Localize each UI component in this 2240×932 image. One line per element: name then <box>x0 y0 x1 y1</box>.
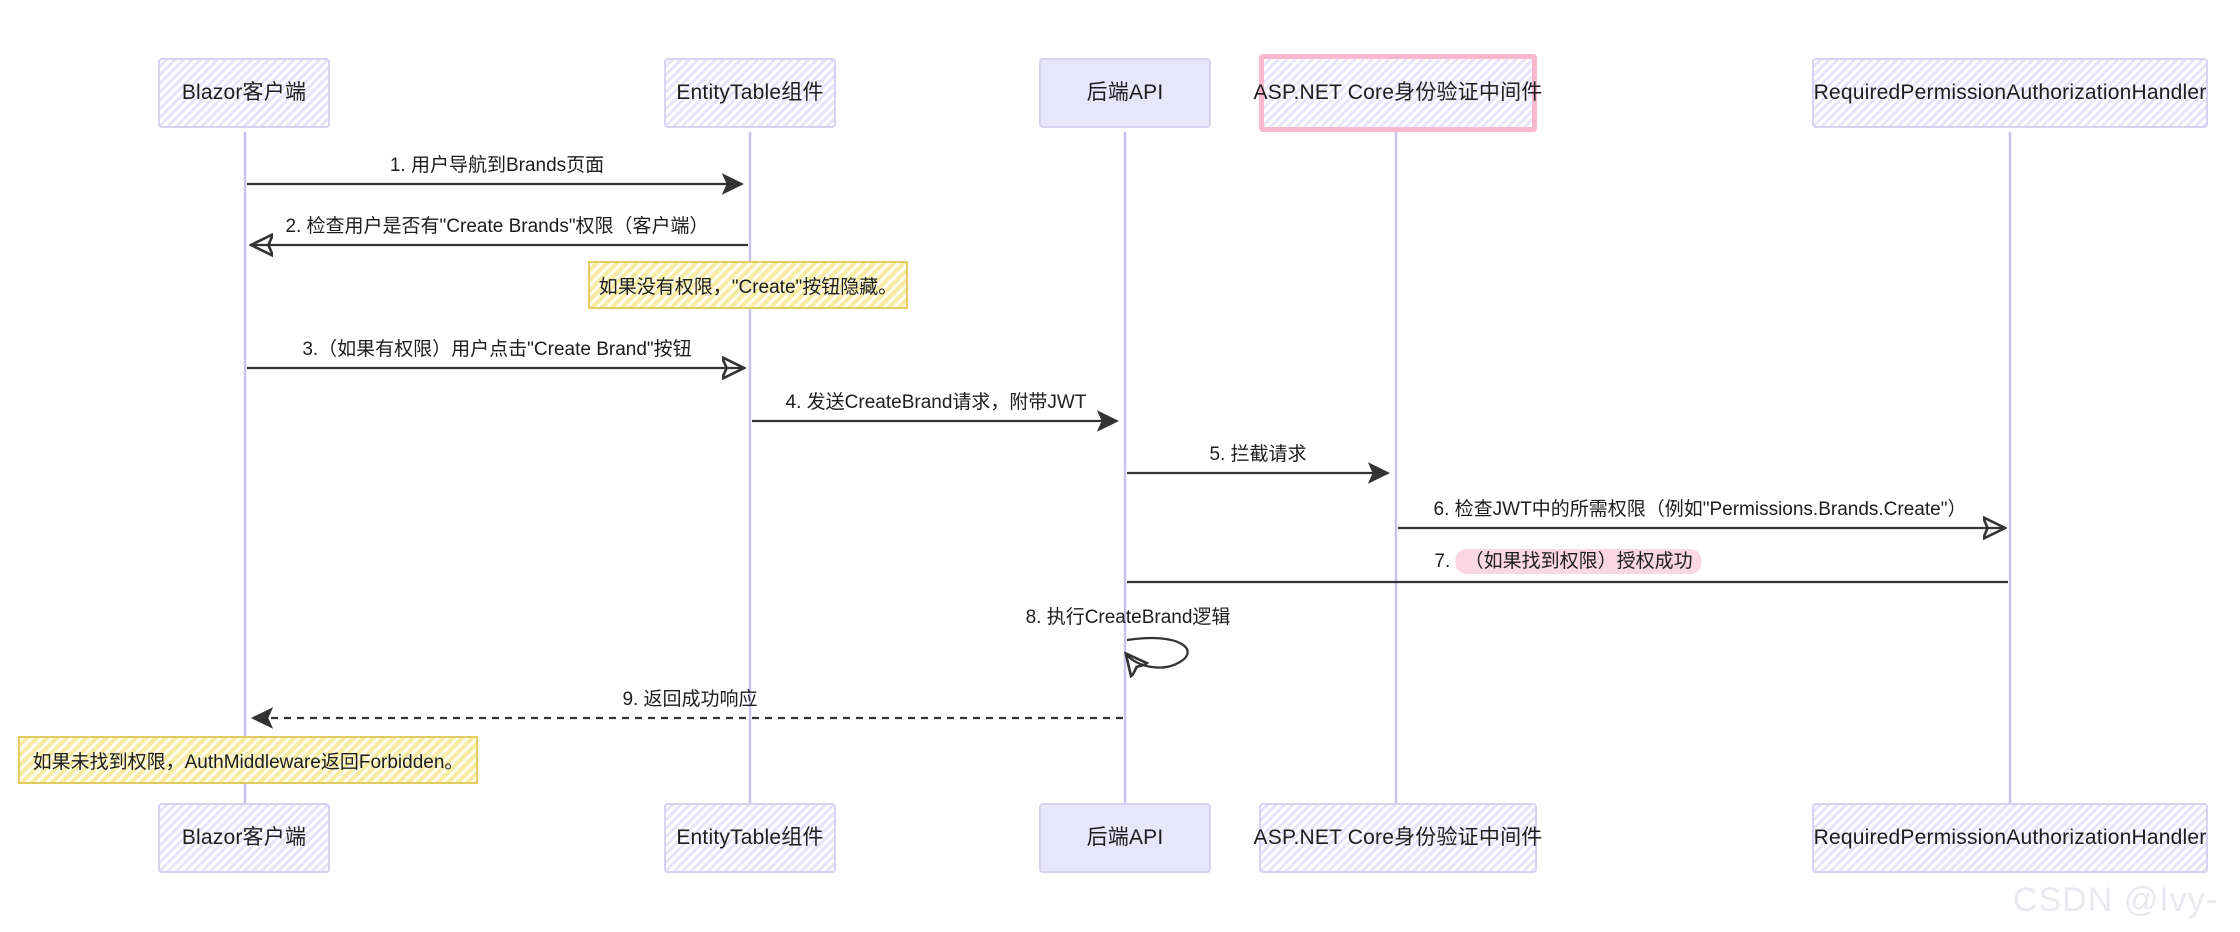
participant-bottom-authorization-handler[interactable]: RequiredPermissionAuthorizationHandler <box>1812 803 2208 873</box>
note-create-button-hidden: 如果没有权限，"Create"按钮隐藏。 <box>588 261 908 309</box>
message-arrow-8-self-loop <box>1127 636 1189 668</box>
participant-top-auth-middleware[interactable]: ASP.NET Core身份验证中间件 <box>1254 54 1542 132</box>
participant-label: 后端API <box>1086 826 1164 850</box>
participant-top-api[interactable]: 后端API <box>1039 58 1211 128</box>
participant-bottom-entity[interactable]: EntityTable组件 <box>664 803 836 873</box>
participant-label: ASP.NET Core身份验证中间件 <box>1253 826 1543 850</box>
participant-label: EntityTable组件 <box>676 826 824 850</box>
message-label-4: 4. 发送CreateBrand请求，附带JWT <box>785 392 1087 413</box>
message-arrows <box>247 173 2008 729</box>
message-label-5: 5. 拦截请求 <box>1209 444 1307 465</box>
message-label-3: 3.（如果有权限）用户点击"Create Brand"按钮 <box>302 339 692 360</box>
participant-label: RequiredPermissionAuthorizationHandler <box>1813 81 2207 105</box>
note-text: 如果没有权限，"Create"按钮隐藏。 <box>598 276 898 298</box>
message-label-2: 2. 检查用户是否有"Create Brands"权限（客户端） <box>285 216 709 237</box>
message-label-7-highlight: （如果找到权限）授权成功 <box>1455 549 1702 574</box>
message-label-8: 8. 执行CreateBrand逻辑 <box>1025 607 1231 628</box>
message-label-7-prefix: 7. <box>1434 551 1451 572</box>
participant-label: ASP.NET Core身份验证中间件 <box>1253 81 1543 105</box>
lifelines <box>243 132 2012 805</box>
participant-label: 后端API <box>1086 81 1164 105</box>
message-label-7: 7. （如果找到权限）授权成功 <box>1434 549 1702 574</box>
message-label-9: 9. 返回成功响应 <box>622 689 758 710</box>
participant-label: Blazor客户端 <box>181 81 307 105</box>
participant-top-blazor[interactable]: Blazor客户端 <box>158 58 330 128</box>
note-forbidden: 如果未找到权限，AuthMiddleware返回Forbidden。 <box>18 736 478 784</box>
message-label-6: 6. 检查JWT中的所需权限（例如"Permissions.Brands.Cre… <box>1433 499 1967 520</box>
participant-label: EntityTable组件 <box>676 81 824 105</box>
participant-label: RequiredPermissionAuthorizationHandler <box>1813 826 2207 850</box>
participant-bottom-auth-middleware[interactable]: ASP.NET Core身份验证中间件 <box>1254 803 1542 873</box>
participant-top-entity[interactable]: EntityTable组件 <box>664 58 836 128</box>
participant-label: Blazor客户端 <box>181 826 307 850</box>
note-text: 如果未找到权限，AuthMiddleware返回Forbidden。 <box>32 751 464 773</box>
participant-top-authorization-handler[interactable]: RequiredPermissionAuthorizationHandler <box>1812 58 2208 128</box>
watermark: CSDN @Ivy- <box>2012 881 2218 919</box>
participant-bottom-api[interactable]: 后端API <box>1039 803 1211 873</box>
participant-bottom-blazor[interactable]: Blazor客户端 <box>158 803 330 873</box>
message-label-1: 1. 用户导航到Brands页面 <box>389 155 605 176</box>
